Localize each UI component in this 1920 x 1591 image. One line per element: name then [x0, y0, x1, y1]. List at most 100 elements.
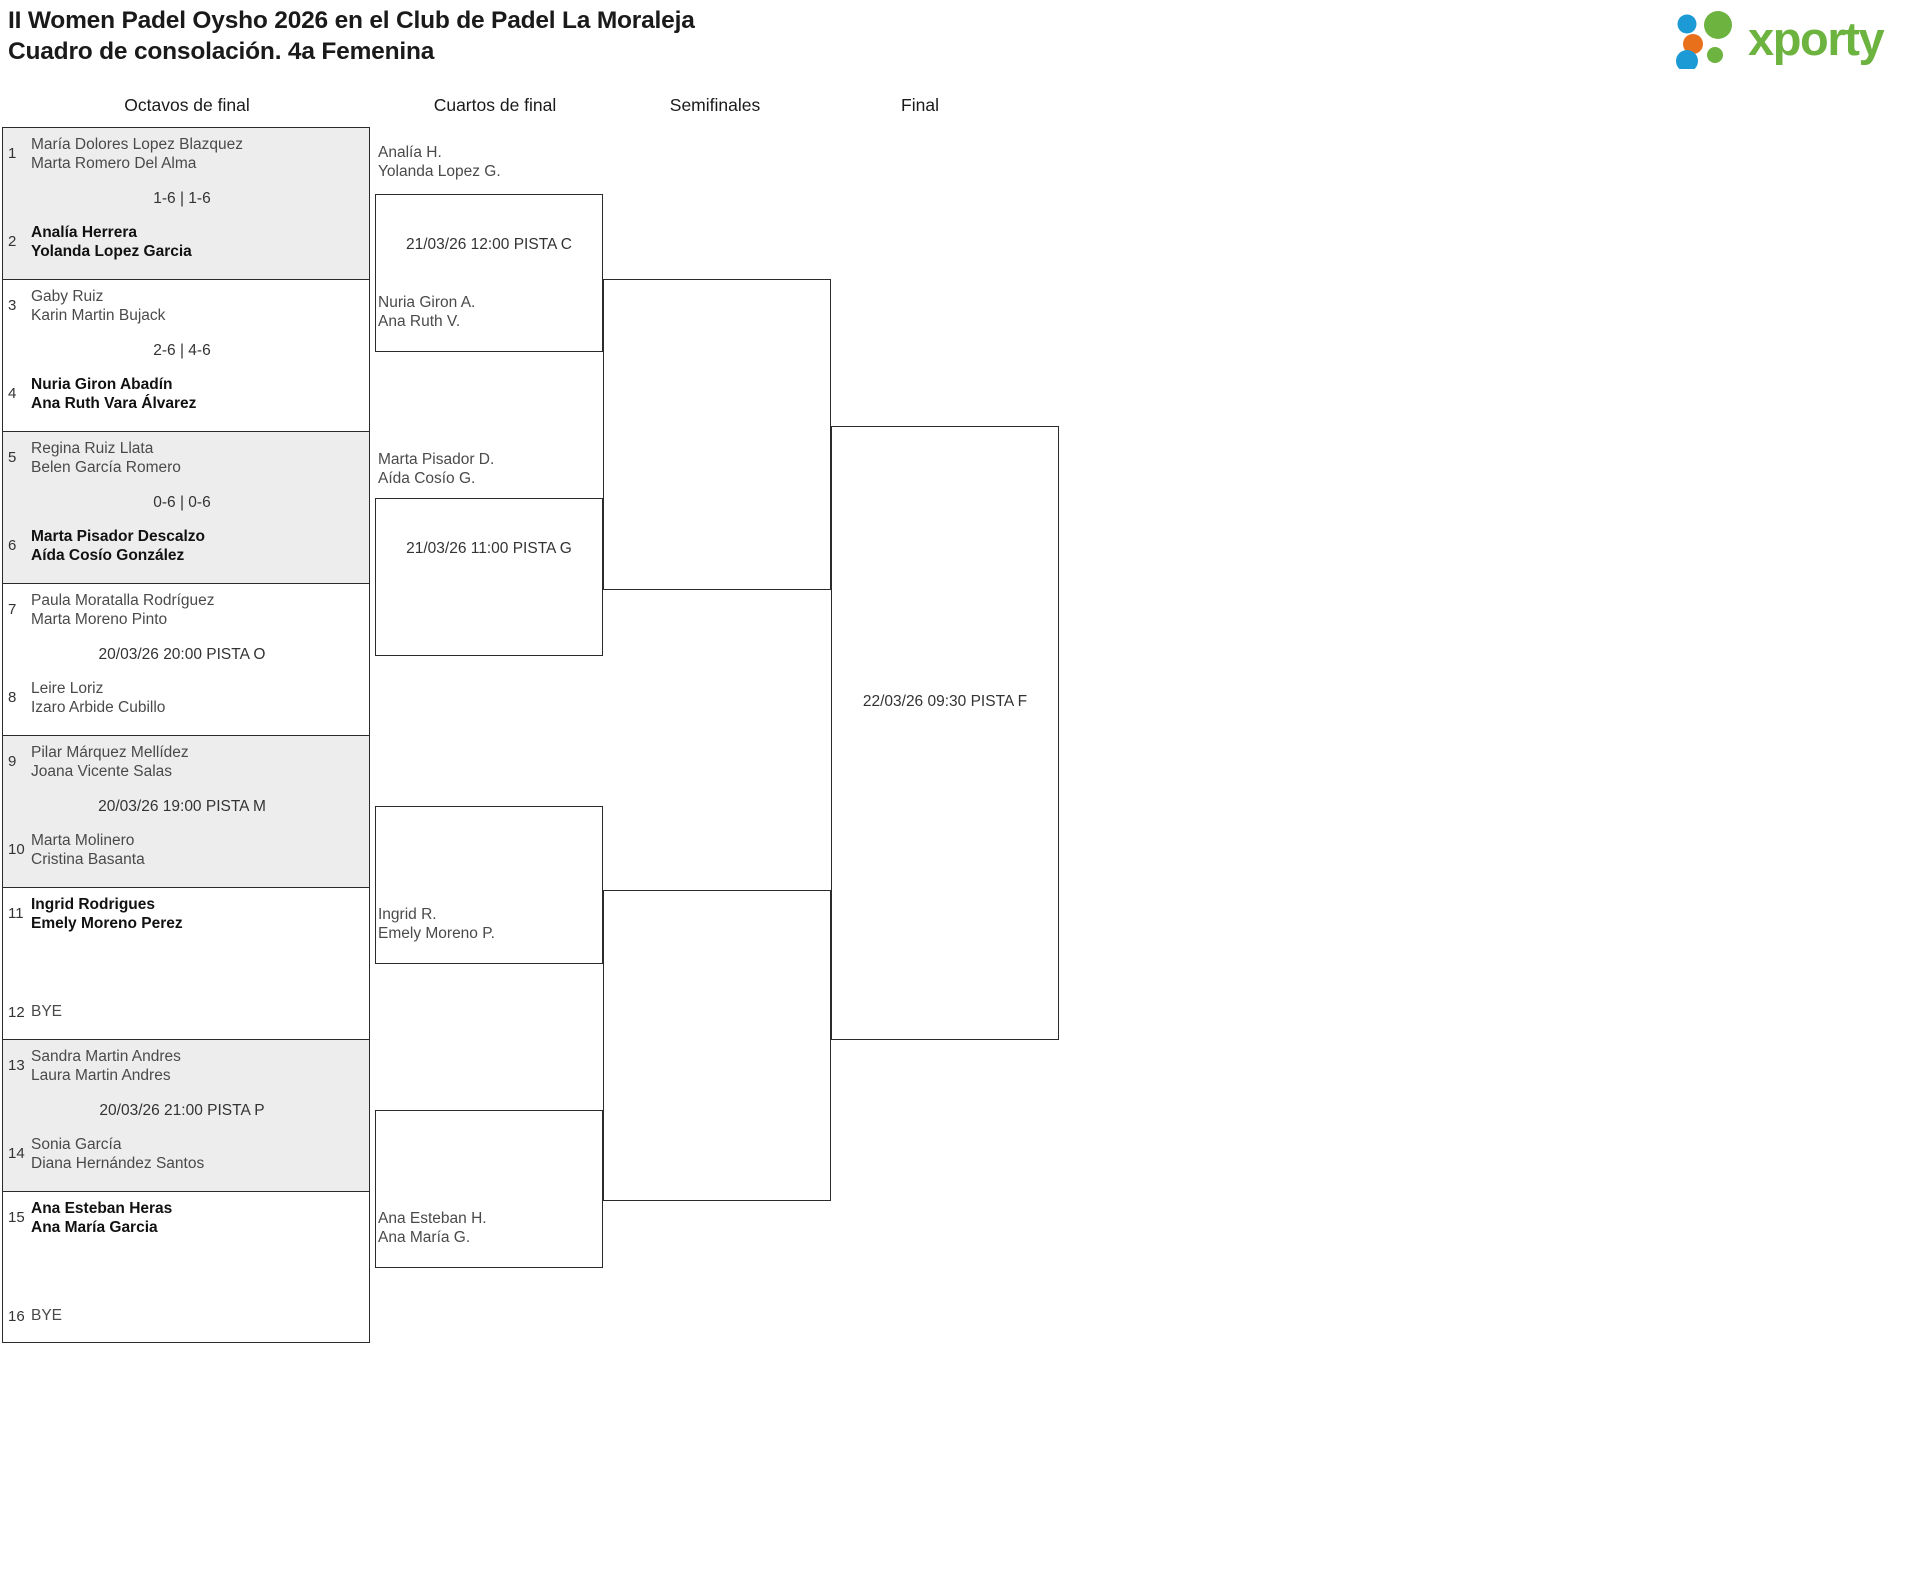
qf-match-1-schedule: 21/03/26 12:00 PISTA C [405, 236, 573, 253]
r16-match-2-result: 2-6 | 4-6 [153, 342, 211, 359]
tournament-subtitle: Cuadro de consolación. 4a Femenina [8, 38, 435, 65]
r16-match-5-result: 20/03/26 19:00 PISTA M [98, 798, 266, 815]
logo-wordmark: xporty [1748, 12, 1885, 65]
player-name: Sandra Martin Andres [31, 1048, 181, 1065]
player-name: Leire Loriz [31, 680, 104, 697]
qf-4-bottom-team: Ana Esteban H. Ana María G. [378, 1210, 487, 1247]
qf-1-top-team: Analía H. Yolanda Lopez G. [378, 144, 501, 181]
player-name: Ana María Garcia [31, 1218, 158, 1236]
r16-bottom-team: BYE [31, 1307, 363, 1326]
qf-match-4-box[interactable] [375, 1110, 603, 1268]
round-header-sf: Semifinales [669, 95, 761, 115]
seed-number: 8 [8, 689, 17, 706]
xporty-logo: xporty [1676, 8, 1906, 70]
player-name: Marta Romero Del Alma [31, 154, 197, 172]
player-name: BYE [31, 1307, 63, 1324]
player-name: Analía Herrera [31, 224, 137, 241]
round-header-qf: Cuartos de final [433, 95, 557, 115]
qf-match-1-box[interactable]: 21/03/26 12:00 PISTA C [375, 194, 603, 352]
seed-number: 15 [8, 1209, 25, 1226]
player-name: Regina Ruiz Llata [31, 440, 154, 457]
player-name: Marta Molinero [31, 832, 135, 849]
player-name: Nuria Giron A. [378, 294, 476, 311]
player-name: Gaby Ruiz [31, 288, 104, 305]
player-name: Ingrid Rodrigues [31, 896, 155, 913]
round-header-r16: Octavos de final [124, 95, 250, 115]
seed-number: 2 [8, 233, 17, 250]
player-name: Paula Moratalla Rodríguez [31, 592, 215, 609]
player-name: Ana María G. [378, 1228, 471, 1246]
player-name: Analía H. [378, 144, 442, 161]
player-name: Ingrid R. [378, 906, 437, 923]
player-name: Laura Martin Andres [31, 1066, 171, 1084]
seed-number: 3 [8, 297, 17, 314]
r16-match-7-result: 20/03/26 21:00 PISTA P [99, 1102, 265, 1119]
r16-match-3-result: 0-6 | 0-6 [153, 494, 211, 511]
sf-match-2-box[interactable] [603, 890, 831, 1201]
final-match-schedule: 22/03/26 09:30 PISTA F [862, 693, 1028, 710]
player-name: Yolanda Lopez Garcia [31, 242, 192, 260]
seed-number: 12 [8, 1004, 25, 1021]
qf-match-2-schedule: 21/03/26 11:00 PISTA G [406, 540, 572, 557]
player-name: Izaro Arbide Cubillo [31, 698, 166, 716]
player-name: Aída Cosío González [31, 546, 185, 564]
seed-number: 1 [8, 145, 17, 162]
player-name: Marta Moreno Pinto [31, 610, 168, 628]
seed-number: 14 [8, 1145, 25, 1162]
player-name: Joana Vicente Salas [31, 762, 173, 780]
seed-number: 13 [8, 1057, 25, 1074]
seed-number: 7 [8, 601, 17, 618]
player-name: Marta Pisador Descalzo [31, 528, 206, 545]
player-name: Nuria Giron Abadín [31, 376, 173, 393]
player-name: Emely Moreno Perez [31, 914, 183, 932]
player-name: BYE [31, 1003, 63, 1020]
r16-match-1-result: 1-6 | 1-6 [153, 190, 211, 207]
page-title: II Women Padel Oysho 2026 en el Club de … [8, 5, 695, 67]
seed-number: 6 [8, 537, 17, 554]
player-name: Aída Cosío G. [378, 469, 476, 487]
seed-number: 9 [8, 753, 17, 770]
r16-match-4-result: 20/03/26 20:00 PISTA O [98, 646, 266, 663]
player-name: Ana Ruth V. [378, 312, 461, 330]
sf-match-1-box[interactable] [603, 279, 831, 590]
player-name: María Dolores Lopez Blazquez [31, 136, 243, 153]
qf-3-bottom-team: Ingrid R. Emely Moreno P. [378, 906, 495, 943]
player-name: Cristina Basanta [31, 850, 145, 868]
player-name: Emely Moreno P. [378, 924, 495, 942]
seed-number: 10 [8, 841, 25, 858]
qf-match-2-box[interactable]: 21/03/26 11:00 PISTA G [375, 498, 603, 656]
player-name: Yolanda Lopez G. [378, 162, 501, 180]
player-name: Belen García Romero [31, 458, 181, 476]
qf-2-top-team: Marta Pisador D. Aída Cosío G. [378, 451, 494, 488]
final-match-box[interactable]: 22/03/26 09:30 PISTA F [831, 426, 1059, 1040]
player-name: Marta Pisador D. [378, 451, 495, 468]
r16-bottom-team: BYE [31, 1003, 363, 1022]
logo-dots-icon [1676, 11, 1732, 69]
qf-match-3-box[interactable] [375, 806, 603, 964]
player-name: Ana Esteban Heras [31, 1200, 173, 1217]
seed-number: 5 [8, 449, 17, 466]
player-name: Karin Martin Bujack [31, 306, 166, 324]
seed-number: 4 [8, 385, 17, 402]
